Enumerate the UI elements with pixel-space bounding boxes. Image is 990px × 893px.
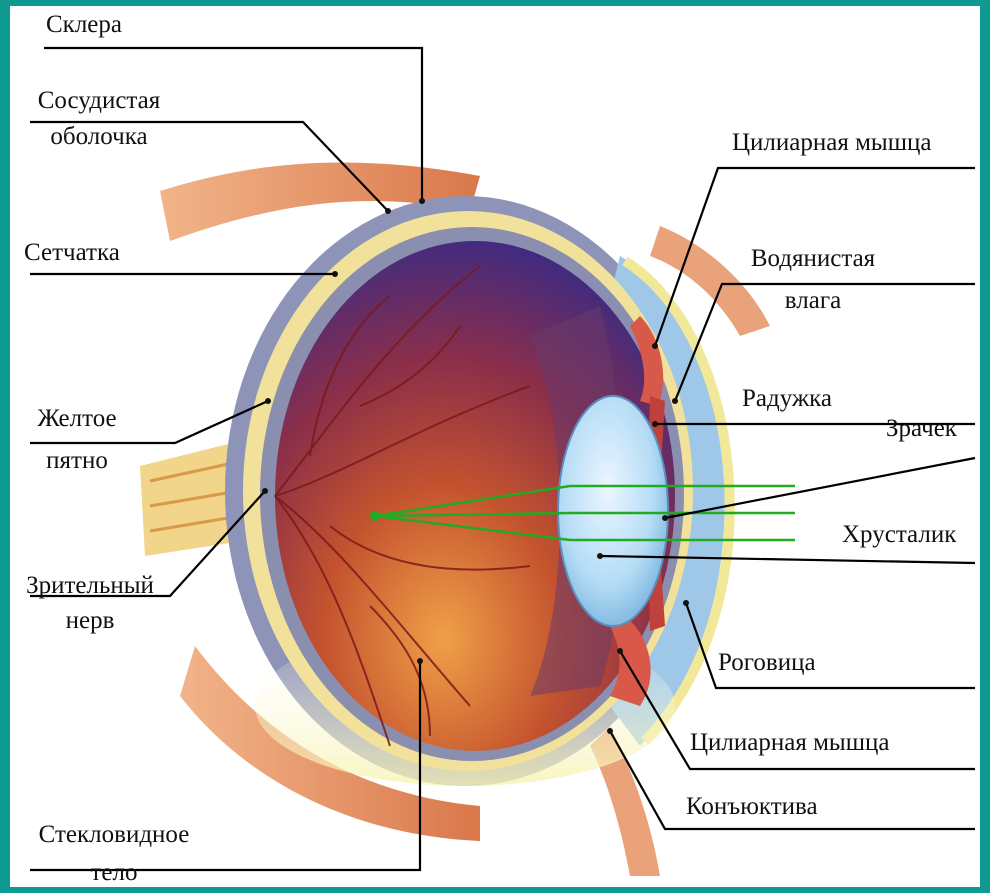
label-conjunctiva: Конъюктива [686, 792, 818, 822]
fovea-point [370, 511, 380, 521]
label-vitreous-line2: тело [14, 858, 214, 887]
label-optic-nerve-line1: Зрительный [10, 571, 170, 601]
label-ciliary-muscle-top: Цилиарная мышца [732, 128, 931, 158]
label-choroid-line1: Сосудистая [24, 86, 174, 116]
lens-shape [558, 396, 668, 626]
label-aqueous-line2: влага [728, 286, 898, 316]
label-aqueous-line1: Водянистая [728, 244, 898, 274]
label-lens: Хрусталик [842, 520, 956, 550]
label-sclera: Склера [46, 10, 122, 40]
label-cornea: Роговица [718, 648, 816, 678]
diagram-frame: Склера Сосудистая оболочка Сетчатка Желт… [10, 6, 980, 887]
label-macula-line1: Желтое [22, 404, 132, 434]
label-choroid-line2: оболочка [24, 122, 174, 152]
label-iris: Радужка [742, 384, 832, 414]
label-retina: Сетчатка [24, 238, 120, 268]
label-macula-line2: пятно [22, 446, 132, 476]
label-optic-nerve-line2: нерв [10, 606, 170, 636]
label-pupil: Зрачек [886, 414, 957, 444]
label-ciliary-muscle-bottom: Цилиарная мышца [690, 728, 889, 758]
label-vitreous-line1: Стекловидное [14, 820, 214, 850]
